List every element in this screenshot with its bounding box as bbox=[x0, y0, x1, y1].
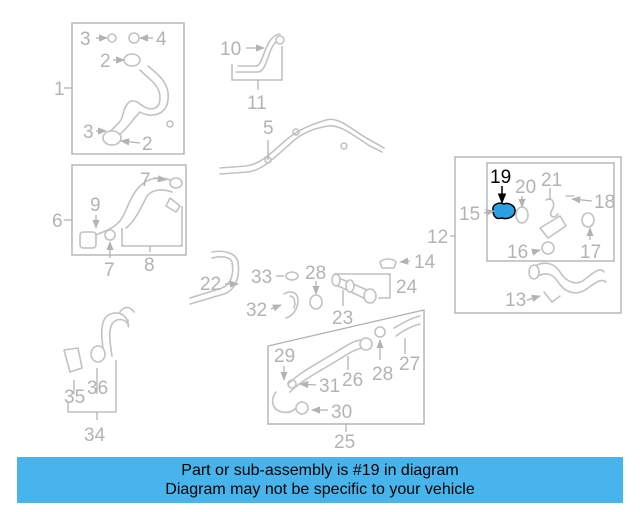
callout-32: 32 bbox=[246, 300, 267, 321]
part-hose-group-6 bbox=[64, 177, 183, 249]
callout-11: 11 bbox=[247, 93, 267, 114]
callout-26: 26 bbox=[342, 370, 363, 391]
callout-28-bottom: 28 bbox=[372, 364, 393, 385]
callout-20: 20 bbox=[515, 177, 536, 198]
group-box-12 bbox=[454, 156, 622, 314]
banner-line-1: Part or sub-assembly is #19 in diagram bbox=[181, 462, 459, 479]
callout-25: 25 bbox=[334, 432, 355, 453]
callout-4: 4 bbox=[156, 29, 167, 50]
group-box-6 bbox=[71, 164, 187, 256]
parts-group-34 bbox=[63, 306, 135, 373]
callout-31: 31 bbox=[319, 376, 340, 397]
callout-24: 24 bbox=[396, 277, 418, 298]
parts-group-12 bbox=[450, 195, 607, 303]
parts-group-25 bbox=[271, 315, 421, 415]
callout-23: 23 bbox=[332, 308, 353, 329]
callout-3-top: 3 bbox=[80, 29, 91, 50]
callout-35: 35 bbox=[64, 387, 85, 408]
group-box-25 bbox=[267, 309, 425, 425]
callout-6: 6 bbox=[52, 211, 63, 232]
callout-30: 30 bbox=[331, 402, 352, 423]
callout-5: 5 bbox=[263, 118, 274, 139]
callout-36: 36 bbox=[87, 378, 108, 399]
parts-diagram: 3 4 2 1 3 2 10 11 5 7 9 6 7 8 19 20 21 1… bbox=[52, 22, 622, 453]
callout-33: 33 bbox=[251, 267, 272, 288]
callout-27: 27 bbox=[399, 354, 420, 375]
banner-line-2: Diagram may not be specific to your vehi… bbox=[165, 481, 475, 498]
callout-21: 21 bbox=[541, 170, 562, 191]
callout-22: 22 bbox=[200, 274, 221, 295]
callout-7-top: 7 bbox=[140, 170, 151, 191]
callout-9: 9 bbox=[90, 195, 101, 216]
callout-34: 34 bbox=[84, 425, 106, 446]
callout-2-top: 2 bbox=[100, 51, 111, 72]
callout-16: 16 bbox=[507, 242, 528, 263]
callout-3-bottom: 3 bbox=[83, 122, 94, 143]
parts-hose-23 bbox=[309, 258, 397, 310]
callout-8: 8 bbox=[144, 255, 155, 276]
callout-12: 12 bbox=[427, 227, 448, 248]
info-banner: Part or sub-assembly is #19 in diagram D… bbox=[17, 457, 623, 503]
callout-10: 10 bbox=[220, 39, 241, 60]
parts-32-33 bbox=[276, 271, 299, 319]
callout-28-top: 28 bbox=[305, 263, 326, 284]
part-pipe-22 bbox=[189, 250, 240, 305]
part-pipe-10 bbox=[235, 33, 285, 73]
callout-2-bottom: 2 bbox=[142, 134, 153, 155]
callout-29: 29 bbox=[274, 346, 295, 367]
callout-17: 17 bbox=[580, 242, 601, 263]
part-19-highlighted[interactable] bbox=[492, 202, 516, 220]
callout-13: 13 bbox=[505, 290, 526, 311]
callout-1: 1 bbox=[54, 79, 65, 100]
callout-14: 14 bbox=[414, 252, 436, 273]
callout-15: 15 bbox=[459, 204, 480, 225]
callout-18: 18 bbox=[594, 192, 615, 213]
callout-19: 19 bbox=[490, 167, 511, 188]
callout-7-bottom: 7 bbox=[104, 260, 115, 281]
part-line-5 bbox=[219, 118, 385, 175]
